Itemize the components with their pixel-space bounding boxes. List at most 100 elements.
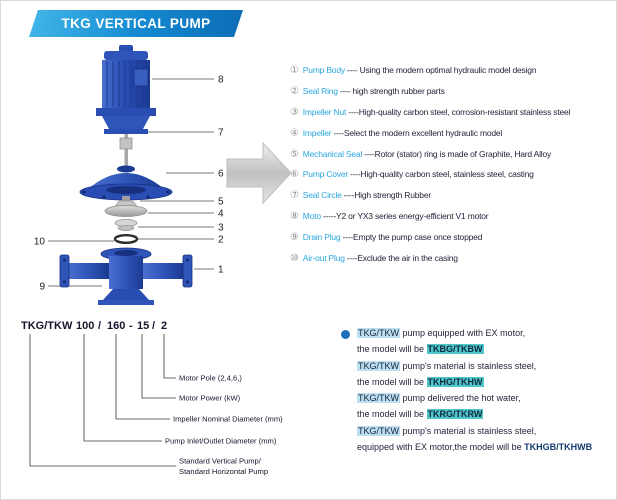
part-number-badge: ④ [290,127,299,139]
note-line: the model will be TKBG/TKBW [357,341,616,357]
model-code: TKG/TKW 100 / 160 - 15 / 2 [21,320,167,332]
part-name: Seal Ring [302,85,338,96]
note-text: equipped with EX motor,the model will be [357,442,525,453]
part-name: Drain Plug [302,232,341,243]
callout-9: 9 [39,282,45,293]
part-name: Seal Circle [302,190,342,201]
transition-arrow-icon [226,141,292,205]
note-line: the model will be TKHG/TKHW [357,374,616,390]
part-number-badge: ⑦ [290,190,299,202]
model-token: TKG/TKW [357,425,400,436]
note-line: TKG/TKW pump's material is stainless ste… [357,358,616,374]
note-text: the model will be [357,376,427,387]
callout-10: 10 [34,237,46,248]
part-number-badge: ⑥ [290,169,299,181]
part-description: ----High-quality carbon steel, stainless… [350,169,534,180]
note-text: pump equipped with EX motor, [400,328,526,338]
model-token: TKHGB/TKHWB [524,442,593,453]
model-token: TKHG/TKHW [426,376,484,387]
note-text: pump's material is stainless steel, [400,360,537,371]
callout-8: 8 [218,75,224,86]
page-title: TKG VERTICAL PUMP [61,16,211,31]
part-number-badge: ⑧ [290,211,299,223]
note-text: pump delivered the hot water, [400,393,521,404]
label-impeller-dia: Impeller Nominal Diameter (mm) [173,415,283,424]
note-line: TKG/TKW pump equipped with EX motor, [357,325,616,341]
code-dash: - [129,320,133,332]
impeller [104,196,148,217]
note-text: the model will be [357,344,427,355]
note-text: pump's material is stainless steel, [400,425,537,436]
part-name: Air-out Plug [302,253,345,264]
code-pole: 2 [161,320,167,332]
part-name: Impeller Nut [302,106,347,117]
note-line: TKG/TKW pump's material is stainless ste… [357,423,616,439]
shaft [119,134,133,166]
callout-lines [48,78,214,287]
part-description: ----High-quality carbon steel, corrosion… [348,106,571,117]
bullet-icon [341,330,350,339]
notes-lines: TKG/TKW pump equipped with EX motor,the … [357,325,616,455]
code-power: 15 [137,320,149,332]
part-description: ---- Using the modern optimal hydraulic … [346,65,537,75]
callout-numbers: 8 7 6 5 4 3 2 1 10 9 [34,75,224,293]
part-name: Moto [302,211,321,222]
model-token: TKG/TKW [357,360,400,371]
pump-exploded-diagram: 8 7 6 5 4 3 2 1 10 9 [34,45,224,305]
part-number-badge: ① [290,65,299,76]
part-description: ----Empty the pump case once stopped [342,232,483,243]
label-motor-pole: Motor Pole (2,4,6,) [179,374,242,383]
code-slash-1: / [98,320,101,332]
part-description: ----Exclude the air in the casing [346,253,458,264]
part-number-badge: ② [290,85,299,97]
code-inlet: 100 [76,320,94,332]
model-token: TKBG/TKBW [426,344,484,355]
code-impeller-dia: 160 [107,320,125,332]
part-description: ----Select the modern excellent hydrauli… [333,127,503,138]
model-token: TKG/TKW [357,328,400,338]
model-code-labels: Motor Pole (2,4,6,) Motor Power (kW) Imp… [165,374,283,477]
part-name: Pump Cover [302,169,349,180]
label-standard-vert: Standard Vertical Pump/ [179,457,262,466]
callout-7: 7 [218,128,224,139]
part-description: ---- high strength rubber parts [339,85,445,96]
header-banner: TKG VERTICAL PUMP [29,10,243,37]
part-number-badge: ⑨ [290,232,299,244]
motor [96,45,156,134]
banner-background [29,10,243,37]
label-motor-power: Motor Power (kW) [179,394,241,403]
code-slash-2: / [152,320,155,332]
part-number-badge: ⑤ [290,148,299,160]
note-line: TKG/TKW pump delivered the hot water, [357,390,616,406]
seal-circle [113,233,139,244]
notes-section: TKG/TKW pump equipped with EX motor,the … [339,325,616,455]
pump-body [59,247,193,305]
callout-2: 2 [218,235,224,246]
callout-4: 4 [218,209,224,220]
part-description: ----Rotor (stator) ring is made of Graph… [364,148,552,159]
model-token: TKRG/TKRW [426,409,484,420]
part-number-badge: ⑩ [290,253,299,265]
part-number-badge: ③ [290,106,299,118]
mechanical-seal [114,219,138,231]
note-line: the model will be TKRG/TKRW [357,406,616,422]
code-series: TKG/TKW [21,320,73,332]
callout-5: 5 [218,197,224,208]
part-name: Impeller [302,127,332,138]
label-inlet-outlet: Pump Inlet/Outlet Diameter (mm) [165,437,277,446]
part-name: Mechanical Seal [302,148,363,159]
callout-1: 1 [218,265,224,276]
label-standard-horiz: Standard Horizontal Pump [179,467,268,476]
